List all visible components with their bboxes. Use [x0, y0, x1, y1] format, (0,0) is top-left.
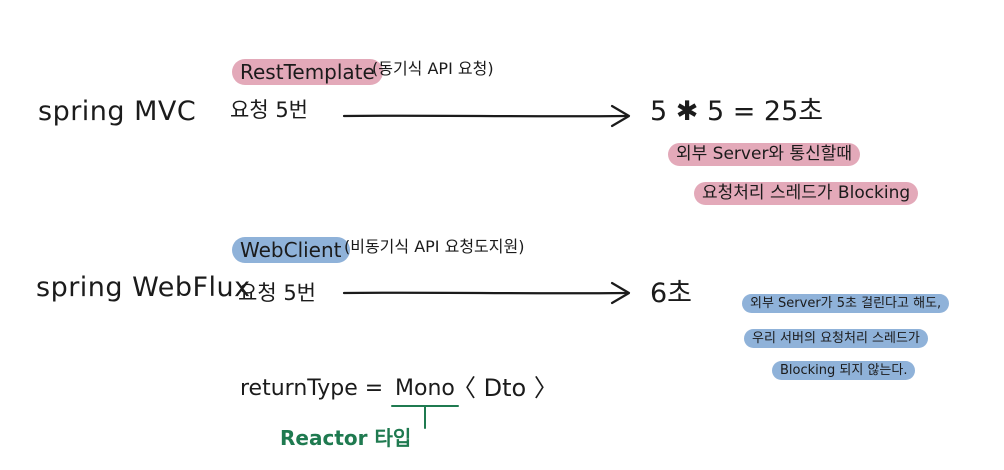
- webflux-request-count: 요청 5번: [238, 281, 316, 305]
- reactor-bracket-icon: [391, 405, 459, 429]
- webflux-note-line2: 우리 서버의 요청처리 스레드가: [744, 329, 928, 348]
- web-client-desc: (비동기식 API 요청도지원): [344, 237, 525, 256]
- webflux-title: spring WebFlux: [36, 272, 251, 303]
- mvc-title: spring MVC: [38, 96, 197, 127]
- mono-generic-dto: 〈 Dto 〉: [452, 374, 558, 402]
- mono-type: Mono: [395, 376, 455, 401]
- webflux-note-line1: 외부 Server가 5초 걸린다고 해도,: [742, 294, 950, 313]
- rest-template-label: RestTemplate: [232, 59, 383, 85]
- webflux-result: 6초: [650, 278, 693, 309]
- web-client-label: WebClient: [232, 237, 350, 263]
- mvc-note-line1: 외부 Server와 통신할때: [668, 143, 861, 166]
- mvc-arrow-icon: [342, 104, 631, 128]
- mvc-result: 5 ✱ 5 = 25초: [650, 96, 824, 127]
- webflux-note-line3: Blocking 되지 않는다.: [772, 361, 916, 380]
- return-type-label: returnType =: [240, 376, 384, 401]
- mvc-note-line2: 요청처리 스레드가 Blocking: [694, 182, 919, 205]
- webflux-arrow-icon: [342, 281, 631, 305]
- reactor-type-label: Reactor 타입: [280, 426, 412, 450]
- rest-template-desc: (동기식 API 요청): [372, 59, 494, 78]
- mvc-request-count: 요청 5번: [230, 98, 308, 122]
